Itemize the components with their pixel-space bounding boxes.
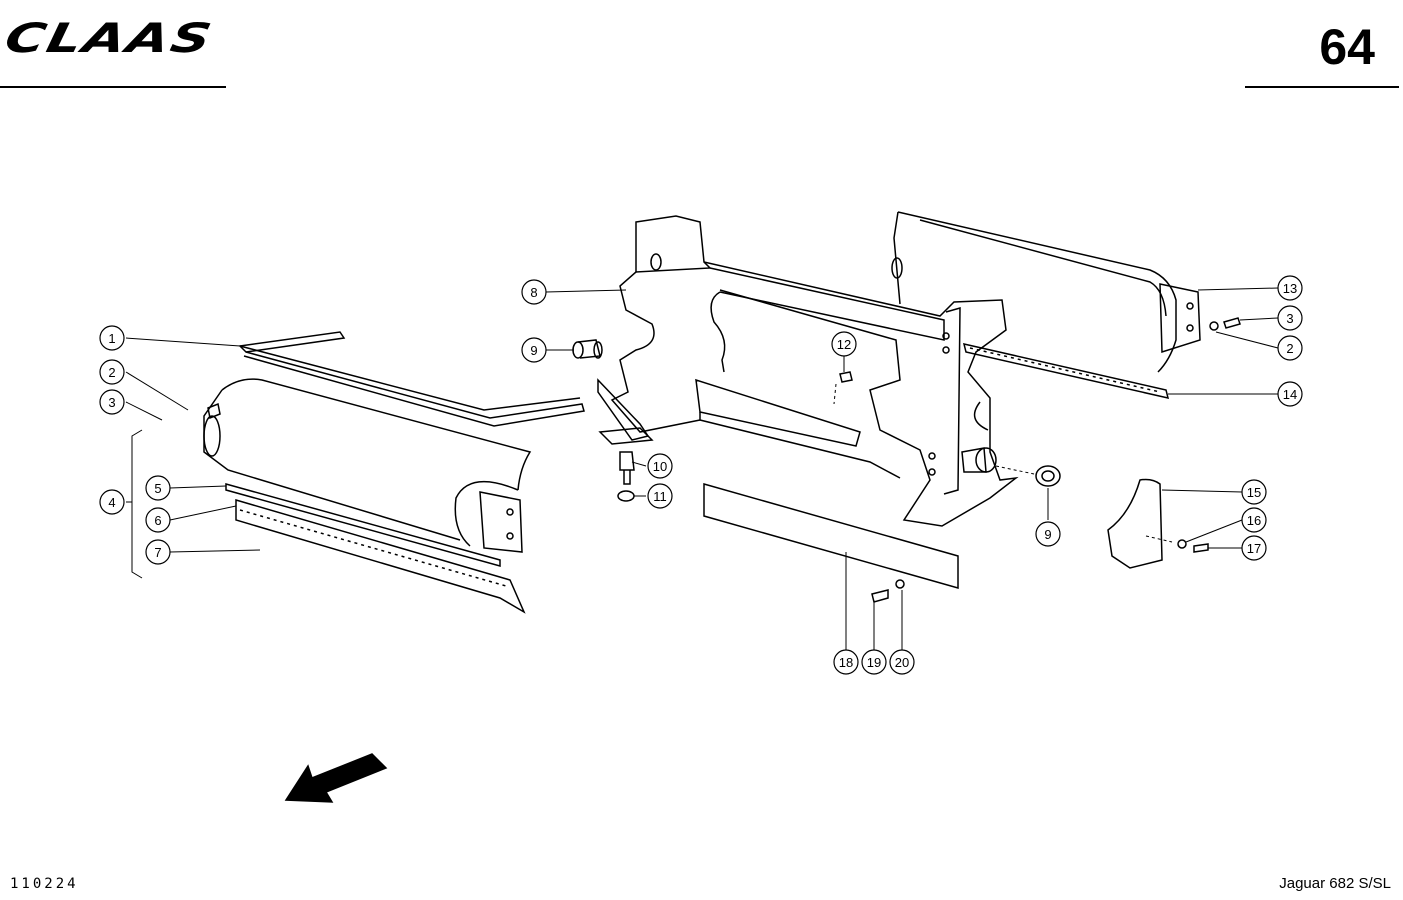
callout-17 — [1241, 535, 1267, 561]
callout-18 — [833, 649, 859, 675]
callout-9-left-label: 9 — [530, 343, 537, 358]
direction-arrow-icon — [284, 753, 388, 803]
callout-10 — [647, 453, 673, 479]
callout-9-left — [521, 337, 547, 363]
loose-parts — [572, 339, 1209, 603]
callout-leaders — [125, 287, 1279, 650]
callout-1-label: 1 — [108, 331, 115, 346]
callout-19 — [861, 649, 887, 675]
callout-12 — [831, 331, 857, 357]
callout-9-right-label: 9 — [1044, 527, 1051, 542]
page-number: 64 — [1319, 19, 1375, 75]
header-rule-right — [1245, 86, 1399, 88]
right-rear-assembly — [891, 211, 1241, 400]
callout-3-left — [99, 389, 125, 415]
callout-3-left-label: 3 — [108, 395, 115, 410]
callout-2-right-label: 2 — [1286, 341, 1293, 356]
callout-1 — [99, 325, 125, 351]
callout-15-label: 15 — [1247, 485, 1261, 500]
callout-17-label: 17 — [1247, 541, 1261, 556]
callout-8 — [521, 279, 547, 305]
callout-circles: 1 2 3 4 5 6 7 8 9 10 11 12 13 3 — [99, 275, 1303, 675]
callout-20-label: 20 — [895, 655, 909, 670]
callout-2-left-label: 2 — [108, 365, 115, 380]
callout-14-label: 14 — [1283, 387, 1297, 402]
callout-19-label: 19 — [867, 655, 881, 670]
callout-6 — [145, 507, 171, 533]
callout-18-label: 18 — [839, 655, 853, 670]
center-frame-assembly — [597, 215, 1019, 527]
callout-5-label: 5 — [154, 481, 161, 496]
callout-11-label: 11 — [653, 489, 667, 504]
callout-12-label: 12 — [837, 337, 851, 352]
callout-11 — [647, 483, 673, 509]
callout-3-right-label: 3 — [1286, 311, 1293, 326]
callout-4 — [99, 489, 125, 515]
callout-7 — [145, 539, 171, 565]
callout-9-right — [1035, 521, 1061, 547]
callout-10-label: 10 — [653, 459, 667, 474]
machine-model: Jaguar 682 S/SL — [1279, 875, 1391, 892]
document-code: 110224 — [10, 876, 79, 892]
callout-14 — [1277, 381, 1303, 407]
callout-16 — [1241, 507, 1267, 533]
callout-20 — [889, 649, 915, 675]
callout-2-left — [99, 359, 125, 385]
header-rule-left — [0, 86, 226, 88]
callout-8-label: 8 — [530, 285, 537, 300]
callout-16-label: 16 — [1247, 513, 1261, 528]
callout-6-label: 6 — [154, 513, 161, 528]
callout-5 — [145, 475, 171, 501]
callout-15 — [1241, 479, 1267, 505]
callout-4-label: 4 — [108, 495, 115, 510]
left-cover-assembly — [203, 331, 585, 614]
callout-13-label: 13 — [1283, 281, 1297, 296]
callout-7-label: 7 — [154, 545, 161, 560]
callout-2-right — [1277, 335, 1303, 361]
callout-13 — [1277, 275, 1303, 301]
callout-3-right — [1277, 305, 1303, 331]
